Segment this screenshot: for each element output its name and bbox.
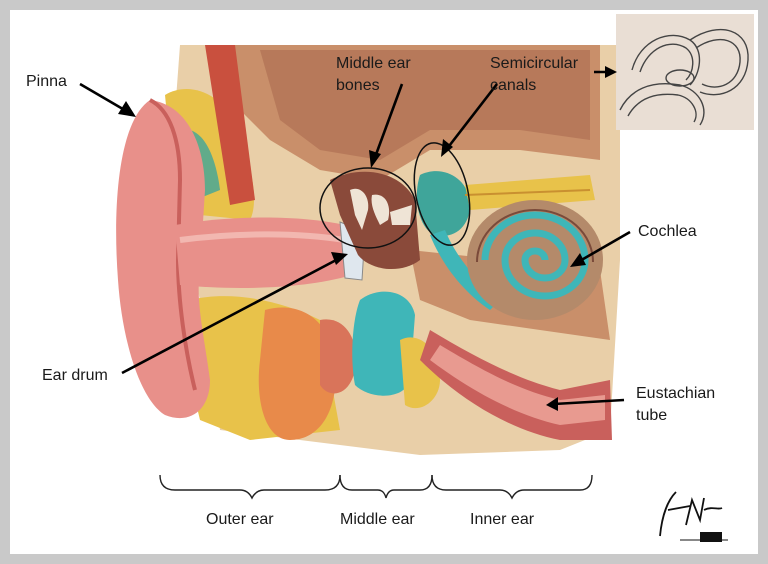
semicircular-highlight-circle [413, 142, 471, 246]
middle-ear-highlight-circle [319, 167, 417, 249]
label-eustachian-line2: tube [636, 407, 668, 424]
region-braces [159, 474, 593, 500]
label-cochlea: Cochlea [638, 223, 697, 240]
nerve-line [464, 189, 591, 196]
label-middle-ear-bones-line1: Middle ear [336, 55, 411, 72]
vestibule [416, 171, 471, 236]
middle-ear-brace [339, 474, 433, 499]
muscle-lower [320, 319, 356, 394]
region-inner-ear: Inner ear [470, 511, 535, 528]
label-ear-drum: Ear drum [42, 367, 108, 384]
parotid-gland [258, 307, 336, 440]
arrow-heads [118, 66, 617, 411]
outer-ear-brace [159, 474, 341, 500]
eustachian-tube-inner [430, 345, 605, 425]
inset-panel [616, 14, 754, 130]
jugular-vein [352, 291, 415, 396]
malleus [350, 188, 369, 230]
label-middle-ear-bones-line2: bones [336, 77, 380, 94]
region-middle-ear: Middle ear [340, 511, 415, 528]
label-pinna: Pinna [26, 73, 67, 90]
temporalis-muscle [205, 45, 255, 205]
label-semicircular-line1: Semicircular [490, 55, 579, 72]
label-arrows [79, 70, 631, 406]
inset-labyrinth-drawing [619, 29, 749, 126]
temporal-bone-shade [260, 50, 590, 160]
inner-ear-brace [431, 474, 593, 500]
incus [371, 194, 390, 225]
label-semicircular-line2: canals [490, 77, 537, 94]
netter-signature-logo [659, 491, 728, 542]
region-outer-ear: Outer ear [206, 511, 274, 528]
cochlea-outline [476, 209, 594, 263]
cochlea-spiral [481, 211, 589, 300]
ear-canal-highlight [179, 231, 346, 243]
label-eustachian-line1: Eustachian [636, 385, 716, 402]
stapes [390, 205, 412, 225]
